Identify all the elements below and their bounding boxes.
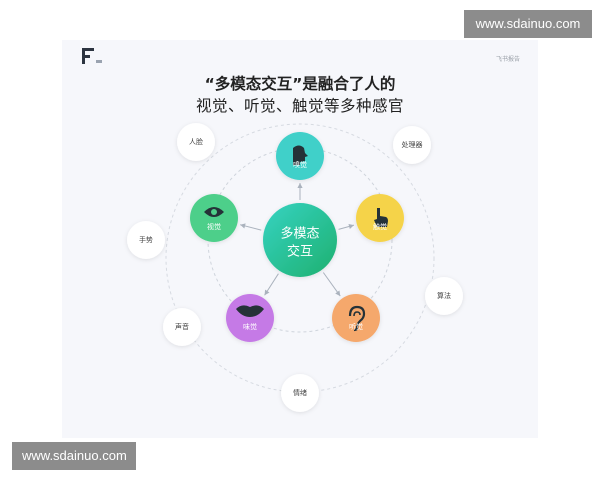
outer-node-label: 声音 (175, 323, 189, 331)
inner-node (332, 294, 380, 342)
arrow-head (335, 290, 341, 297)
inner-node-label: 味觉 (243, 323, 257, 331)
outer-node (177, 123, 215, 161)
outer-node (127, 221, 165, 259)
inner-node-label: 触觉 (373, 223, 387, 231)
outer-node (393, 126, 431, 164)
outer-node-label: 情绪 (293, 389, 307, 397)
outer-node (163, 308, 201, 346)
watermark-bottom: www.sdainuo.com (12, 442, 136, 470)
title-line-2: 视觉、听觉、触觉等多种感官 (195, 97, 404, 115)
center-label-line-2: 交互 (286, 244, 314, 260)
outer-node-label: 算法 (437, 292, 451, 300)
eye-icon (204, 207, 224, 217)
outer-node (425, 277, 463, 315)
arrow-head (348, 223, 354, 229)
inner-nodes (190, 132, 404, 342)
inner-node-label: 听觉 (349, 323, 363, 331)
watermark-top: www.sdainuo.com (464, 10, 592, 38)
arrow-head (297, 183, 303, 188)
center-node (263, 203, 337, 277)
inner-node-label: 视觉 (207, 223, 221, 231)
pointing-hand-icon (374, 208, 388, 227)
nose-face-icon (293, 145, 308, 165)
brand-text: 飞书报告 (495, 56, 520, 63)
title-line-1: “多模态交互”是融合了人的 (204, 75, 396, 93)
outer-node-label: 人脸 (189, 138, 203, 146)
outer-node-label: 手势 (139, 236, 153, 244)
arrow-head (264, 289, 270, 296)
lips-icon (236, 305, 264, 317)
logo (82, 48, 106, 66)
inner-node (226, 294, 274, 342)
outer-nodes (127, 123, 463, 412)
outer-node (281, 374, 319, 412)
connector-arrows (240, 183, 355, 297)
arrow-head (240, 223, 246, 229)
inner-node-label: 嗅觉 (293, 161, 307, 169)
outer-node-label: 处理器 (401, 141, 423, 149)
ear-icon (348, 305, 366, 332)
center-label-line-1: 多模态 (280, 226, 320, 242)
inner-node (190, 194, 238, 242)
